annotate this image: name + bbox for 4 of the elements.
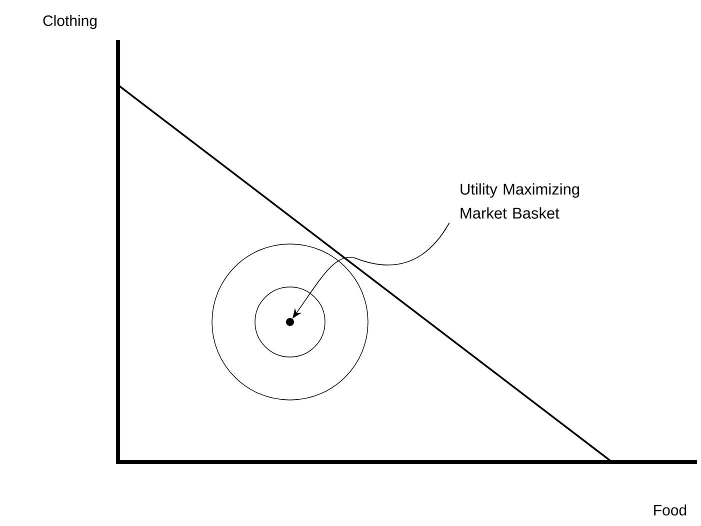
axis-label: Clothing <box>43 15 97 29</box>
axis-label: Food <box>654 504 686 516</box>
annotation-text: Utility Maximizing Market Basket <box>460 183 580 219</box>
point-dot <box>286 318 294 326</box>
